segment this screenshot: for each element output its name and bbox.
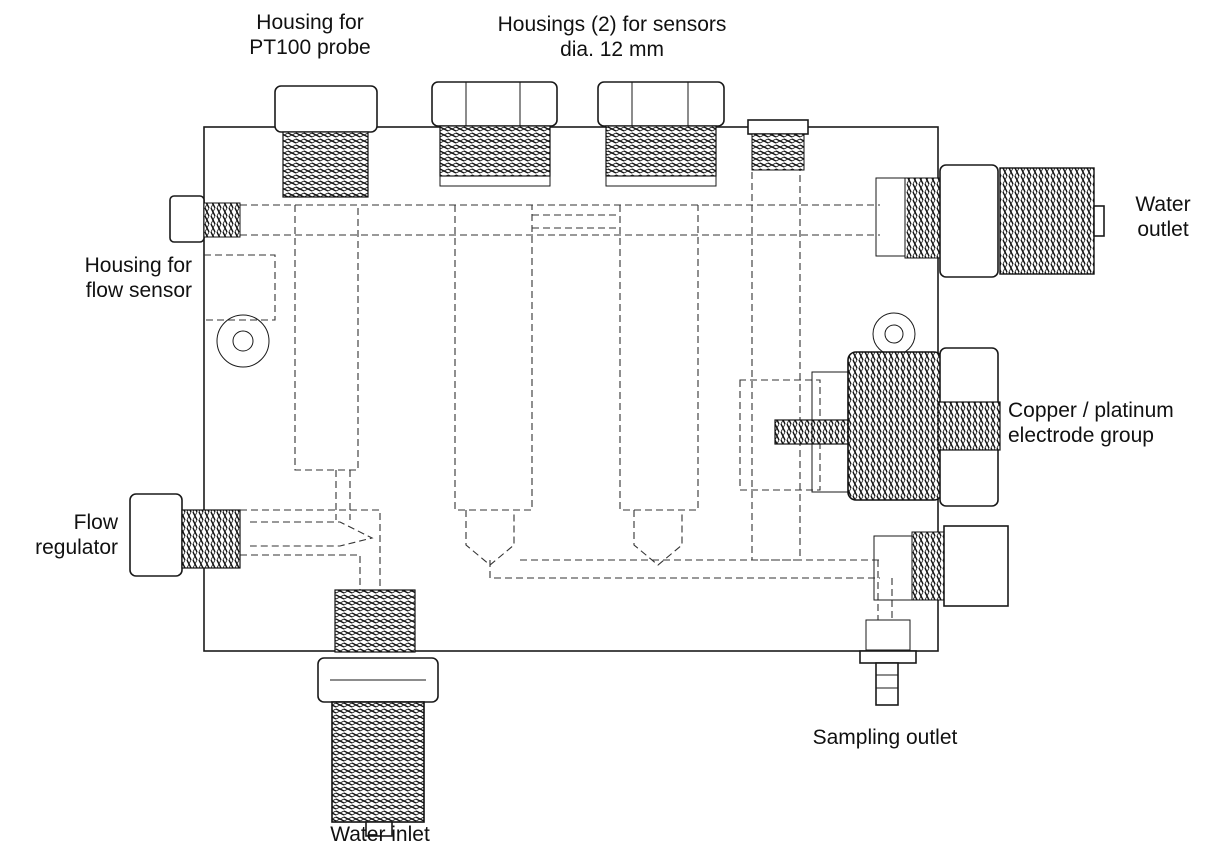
manifold-body (203, 126, 939, 652)
label-water-outlet: Water outlet (1135, 193, 1191, 241)
sensor-housing-1 (431, 81, 558, 187)
label-flow-regulator: Flow regulator (35, 511, 118, 559)
label-flow-sensor-housing: Housing for flow sensor (84, 254, 192, 302)
sampling-fitting (859, 525, 1009, 706)
top-plug (747, 119, 809, 171)
sensor-housing-2 (597, 81, 725, 187)
label-water-inlet: Water inlet (330, 823, 430, 846)
label-electrode-group: Copper / platinum electrode group (1008, 399, 1174, 447)
flow-regulator (129, 493, 241, 577)
electrode-group (774, 347, 1001, 507)
internal-channels (204, 150, 893, 620)
label-pt100-housing: Housing for PT100 probe (249, 11, 371, 59)
pt100-housing (274, 85, 378, 198)
electrode-boss (872, 312, 916, 356)
flow-sensor-screw (169, 195, 241, 243)
water-inlet-fitting (317, 589, 439, 837)
water-outlet-fitting (875, 164, 1105, 278)
label-sampling-outlet: Sampling outlet (812, 726, 958, 749)
flow-sensor-boss (216, 314, 270, 368)
label-sensor-housings: Housings (2) for sensors dia. 12 mm (497, 13, 727, 61)
